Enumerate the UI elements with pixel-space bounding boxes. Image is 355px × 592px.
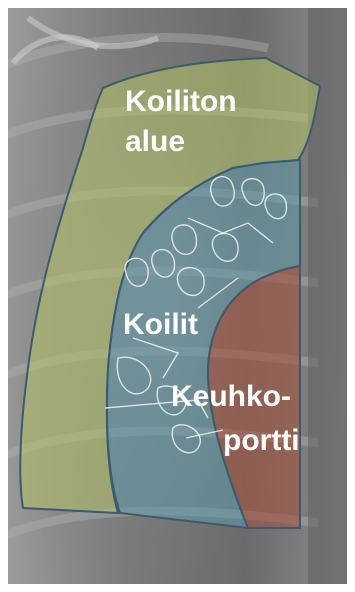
label-koilit: Koilit [123,308,198,341]
label-keuhkoportti-line1: Keuhko- [171,380,291,413]
xray-svg: Koiliton alue Koilit Keuhko- portti [8,8,347,584]
xray-image: Koiliton alue Koilit Keuhko- portti [8,8,347,584]
label-keuhkoportti-line2: portti [223,424,300,457]
label-koiliton-line1: Koiliton [125,85,237,118]
label-koiliton-line2: alue [125,125,185,158]
